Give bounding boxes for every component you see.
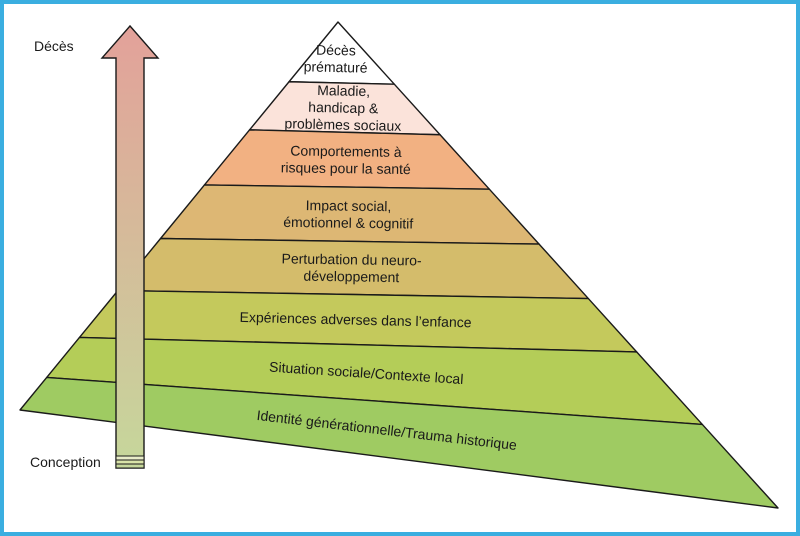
arrow-top-label: Décès — [34, 38, 74, 54]
pyramid-label-line: Comportements à — [290, 142, 402, 159]
pyramid-label-line: Impact social, — [306, 197, 392, 214]
pyramid-label-line: prématuré — [304, 58, 368, 75]
pyramid-label-line: risques pour la santé — [281, 159, 411, 177]
pyramid-label-line: problèmes sociaux — [284, 115, 401, 134]
pyramid-label-line: handicap & — [308, 99, 379, 117]
pyramid-level-2-label: Maladie,handicap &problèmes sociaux — [284, 81, 402, 134]
life-course-arrow — [100, 24, 160, 469]
arrow-base-band — [115, 463, 145, 469]
arrow-shape — [100, 24, 160, 469]
pyramid-label-line: Maladie, — [317, 82, 370, 99]
pyramid-layers — [19, 21, 779, 509]
pyramid-level-6-label: Expériences adverses dans l’enfance — [239, 309, 471, 330]
pyramid-label-line: émotionnel & cognitif — [283, 214, 413, 232]
pyramid-label-line: développement — [303, 268, 399, 285]
pyramid-level-5-label: Perturbation du neuro-développement — [281, 250, 422, 285]
pyramid-label-line: Décès — [316, 42, 356, 59]
arrow-base-band — [115, 455, 145, 461]
pyramid-level-4-label: Impact social,émotionnel & cognitif — [283, 197, 414, 232]
pyramid-level-8 — [19, 376, 779, 509]
pyramid-label-line: Expériences adverses dans l’enfance — [239, 309, 471, 330]
arrow-bottom-label: Conception — [30, 454, 101, 470]
arrow-base-band — [115, 459, 145, 465]
pyramid-level-3-label: Comportements àrisques pour la santé — [281, 142, 412, 177]
pyramid-label-line: Perturbation du neuro- — [281, 250, 422, 268]
pyramid-level-1-label: Décèsprématuré — [304, 41, 369, 75]
